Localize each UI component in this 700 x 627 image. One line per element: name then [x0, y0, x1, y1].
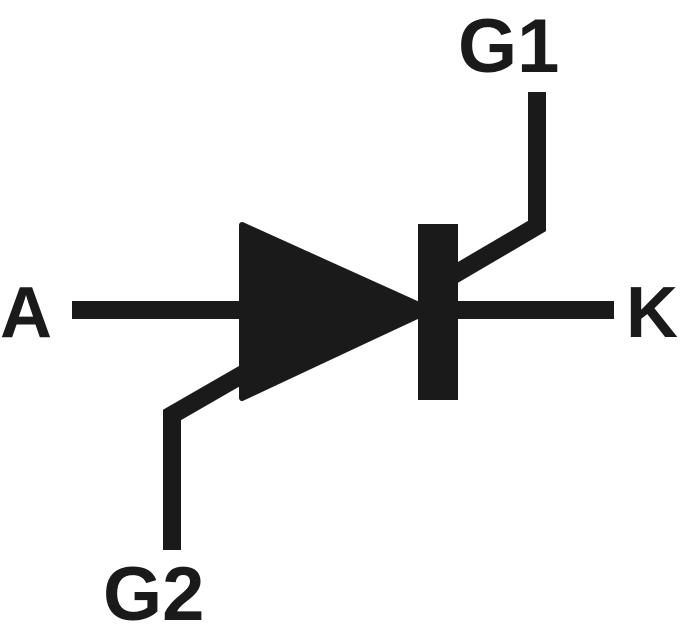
- gate1-lead: [440, 92, 546, 288]
- cathode-bar: [418, 224, 458, 400]
- label-gate1: G1: [458, 4, 559, 89]
- label-anode: A: [0, 273, 52, 353]
- label-cathode: K: [626, 273, 678, 353]
- diode-triangle: [239, 222, 433, 401]
- gate2-lead: [163, 362, 255, 550]
- label-gate2: G2: [103, 552, 204, 627]
